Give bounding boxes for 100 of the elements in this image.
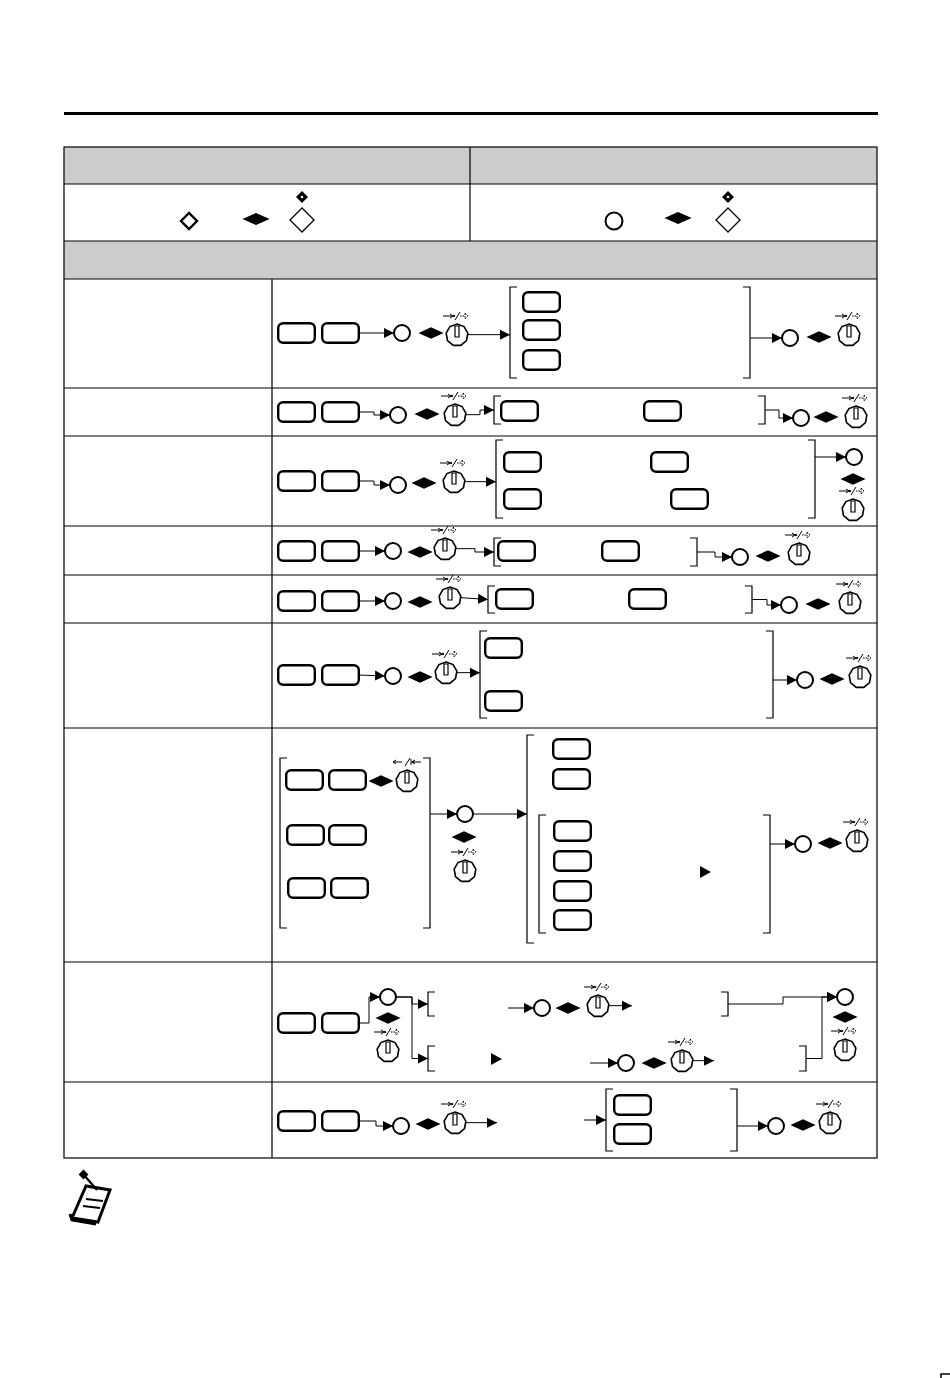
dial-icon <box>440 391 467 427</box>
circle-symbol <box>617 1054 635 1072</box>
key-symbol <box>484 690 523 712</box>
flow-arrow <box>358 480 391 490</box>
key-symbol <box>553 909 592 931</box>
circle-symbol <box>836 988 854 1006</box>
key-symbol <box>277 540 316 562</box>
circle-symbol <box>384 592 402 610</box>
key-symbol <box>277 470 316 492</box>
flow-arrow <box>358 1120 394 1131</box>
key-symbol <box>495 588 534 610</box>
dial-icon <box>815 1099 842 1135</box>
key-symbol <box>553 820 592 842</box>
flow-arrow <box>608 1000 633 1011</box>
circle-symbol <box>379 988 397 1006</box>
key-symbol <box>553 850 592 872</box>
flow-arrow <box>395 996 429 1064</box>
key-symbol <box>328 824 367 846</box>
dial-icon <box>450 847 477 883</box>
flow-arrow <box>358 596 386 606</box>
key-symbol <box>643 400 682 422</box>
key-symbol <box>321 322 360 344</box>
key-symbol <box>522 291 561 313</box>
flow-arrow <box>455 547 495 557</box>
key-symbol <box>601 540 640 562</box>
key-symbol <box>285 769 324 791</box>
key-symbol <box>277 590 316 612</box>
key-symbol <box>321 470 360 492</box>
flow-arrow <box>358 670 386 681</box>
flow-arrow <box>814 452 847 462</box>
circle-symbol <box>794 835 812 853</box>
dial-icon <box>435 574 462 610</box>
key-symbol <box>503 488 542 510</box>
dial-icon <box>442 311 469 347</box>
dial-icon <box>430 525 457 561</box>
flow-arrow <box>358 992 381 1024</box>
key-symbol <box>330 877 369 899</box>
circle-symbol <box>389 406 407 424</box>
dial-icon <box>834 311 861 347</box>
dial-icon <box>373 1027 400 1063</box>
key-symbol <box>277 322 316 344</box>
flow-arrow <box>696 551 733 562</box>
dial-icon <box>440 1099 467 1135</box>
flow-arrow <box>464 476 497 487</box>
dial-icon <box>431 649 458 685</box>
circle-symbol <box>845 448 863 466</box>
key-symbol <box>321 540 360 562</box>
flow-arrow <box>429 809 458 819</box>
dial-icon <box>583 982 610 1018</box>
dial-icon <box>667 1037 694 1073</box>
flow-arrow <box>507 1003 535 1013</box>
key-symbol <box>286 824 325 846</box>
circle-symbol <box>392 1117 410 1135</box>
flow-arrow <box>749 333 783 343</box>
flow-arrow <box>465 405 495 416</box>
circle-symbol <box>533 999 551 1017</box>
key-symbol <box>277 401 316 423</box>
circle-symbol <box>384 542 402 560</box>
circle-symbol <box>456 805 474 823</box>
key-symbol <box>650 451 689 473</box>
dial-icon <box>392 757 422 793</box>
dial-icon <box>842 817 869 853</box>
key-symbol <box>553 880 592 902</box>
flow-arrow <box>472 809 528 819</box>
dial-icon <box>845 653 872 689</box>
key-symbol <box>522 319 561 341</box>
key-symbol <box>277 1012 316 1034</box>
flow-arrow <box>460 593 489 604</box>
flow-arrow <box>751 599 782 610</box>
key-symbol <box>613 1123 652 1145</box>
key-symbol <box>552 738 591 760</box>
key-symbol <box>277 664 316 686</box>
flow-arrow <box>583 1115 607 1125</box>
flow-arrow <box>764 409 794 423</box>
flow-arrow <box>692 1055 715 1066</box>
circle-symbol <box>796 671 814 689</box>
key-symbol <box>628 588 667 610</box>
key-symbol <box>522 349 561 371</box>
circle-symbol <box>781 329 799 347</box>
key-symbol <box>321 1012 360 1034</box>
flow-arrow <box>358 546 386 556</box>
circle-symbol <box>780 596 798 614</box>
flow-arrow <box>589 1058 619 1068</box>
key-symbol <box>328 769 367 791</box>
key-symbol <box>613 1094 652 1116</box>
dial-icon <box>830 1026 857 1062</box>
flow-arrow <box>358 328 395 338</box>
key-symbol <box>500 400 539 422</box>
dial-icon <box>784 530 811 566</box>
key-symbol <box>552 768 591 790</box>
dial-icon <box>439 458 466 494</box>
key-symbol <box>321 664 360 686</box>
key-symbol <box>321 590 360 612</box>
flow-arrow <box>467 329 511 340</box>
circle-symbol <box>393 324 411 342</box>
circle-symbol <box>389 476 407 494</box>
flow-arrow <box>465 1117 498 1128</box>
dial-icon <box>835 579 862 615</box>
key-symbol <box>321 1110 360 1132</box>
circle-symbol <box>792 409 810 427</box>
